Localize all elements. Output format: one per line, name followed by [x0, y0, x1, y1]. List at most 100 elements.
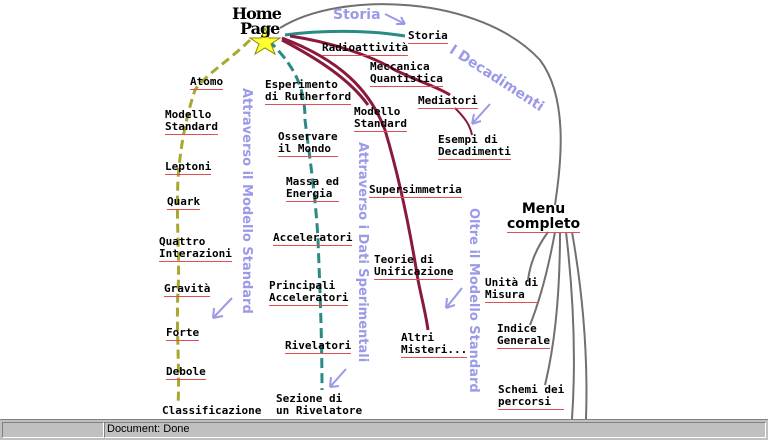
- label-storia: Storia: [333, 7, 381, 23]
- node-mediatori-label: Mediatori: [418, 94, 478, 107]
- home-star-icon: [248, 26, 282, 56]
- node-modstd-l2: Standard: [354, 117, 407, 130]
- node-altri-l2: Misteri...: [401, 343, 468, 356]
- node-rutherford-l2: di Rutherford: [265, 90, 352, 103]
- node-gravita[interactable]: Gravità: [164, 282, 211, 297]
- node-indice-l2: Generale: [497, 334, 550, 347]
- node-quark[interactable]: Quark: [167, 195, 201, 210]
- node-modello-standard-l2: Standard: [165, 120, 218, 133]
- node-forte-label: Forte: [166, 326, 200, 339]
- node-radioattivita-label: Radioattività: [322, 41, 409, 54]
- site-map: Home Page Storia I Decadimenti Attravers…: [159, 3, 588, 419]
- path-menu-schemi: [544, 231, 561, 386]
- node-acceleratori[interactable]: Acceleratori: [273, 231, 353, 246]
- status-pane-icon: [2, 422, 104, 438]
- path-menu-unita: [527, 231, 549, 281]
- arrow-modello-icon: [212, 297, 233, 319]
- path-teal: [266, 38, 324, 391]
- node-debole-label: Debole: [166, 365, 206, 378]
- node-quattro-l2: Interazioni: [159, 247, 232, 260]
- node-rivelatori-label: Rivelatori: [285, 339, 352, 352]
- node-teorie-l1: Teorie di: [374, 253, 434, 266]
- node-meccanica-l2: Quantistica: [370, 72, 443, 85]
- arrow-storia-icon: [384, 13, 406, 25]
- node-leptoni[interactable]: Leptoni: [165, 160, 212, 175]
- node-modstd-l1: Modello: [354, 105, 401, 118]
- node-atomo[interactable]: Atomo: [190, 75, 224, 90]
- path-olive: [175, 38, 252, 406]
- node-massa-l2: Energia: [286, 187, 333, 200]
- path-teal-storia: [284, 29, 406, 38]
- node-classificazione-label: Classificazione: [162, 404, 262, 417]
- node-rutherford-l1: Esperimento: [265, 78, 338, 91]
- path-menu-tail1: [565, 231, 575, 419]
- status-bar: Document: Done: [0, 419, 768, 440]
- node-radioattivita[interactable]: Radioattività: [322, 41, 409, 56]
- node-osservare-l1: Osservare: [278, 130, 338, 143]
- node-supersimmetria[interactable]: Supersimmetria: [369, 184, 462, 198]
- node-atomo-label: Atomo: [190, 75, 224, 88]
- menu-completo-link[interactable]: Menu completo: [507, 201, 581, 233]
- label-attraverso-dati: Attraverso i Dati Sperimentali: [355, 142, 370, 363]
- node-acceleratori-label: Acceleratori: [273, 231, 353, 244]
- node-gravita-label: Gravità: [164, 282, 211, 295]
- status-pane-text: [104, 422, 766, 438]
- node-sezione-l1: Sezione di: [276, 392, 343, 405]
- node-unita-l1: Unità di: [485, 276, 538, 289]
- home-line2: Page: [240, 19, 280, 38]
- path-maroon-main: [281, 36, 430, 331]
- node-schemi-l1: Schemi dei: [498, 383, 565, 396]
- node-unita-l2: Misura: [485, 288, 525, 301]
- path-menu-indice: [529, 231, 556, 326]
- path-maroon-mod: [281, 38, 370, 106]
- node-rivelatori[interactable]: Rivelatori: [285, 339, 352, 354]
- arrow-dati-icon: [329, 368, 347, 388]
- node-supersimmetria-label: Supersimmetria: [369, 183, 462, 196]
- menu-line1: Menu: [521, 201, 566, 217]
- node-debole[interactable]: Debole: [166, 366, 206, 380]
- node-mediatori[interactable]: Mediatori: [418, 95, 478, 109]
- node-esempi-l1: Esempi di: [438, 133, 498, 146]
- node-principali-l2: Acceleratori: [269, 291, 349, 304]
- node-leptoni-label: Leptoni: [165, 160, 212, 173]
- status-text: Document: Done: [107, 423, 190, 435]
- label-oltre-modello: Oltre il Modello Standard: [466, 208, 481, 393]
- node-teorie-l2: Unificazione: [374, 265, 454, 278]
- arrow-oltre-icon: [445, 287, 463, 309]
- node-quark-label: Quark: [167, 195, 201, 208]
- node-principali-l1: Principali: [269, 279, 336, 292]
- path-maroon-esempi: [454, 107, 473, 136]
- node-storia-label: Storia: [408, 29, 448, 42]
- node-schemi-l2: percorsi: [498, 395, 551, 408]
- map-paths: [175, 3, 588, 419]
- node-quattro-l1: Quattro: [159, 235, 206, 248]
- node-modello-standard-l1: Modello: [165, 108, 212, 121]
- arrow-decadimenti-icon: [471, 103, 491, 125]
- path-menu-arc: [279, 3, 562, 206]
- label-attraverso-modello: Attraverso il Modello Standard: [239, 88, 254, 314]
- node-forte[interactable]: Forte: [166, 326, 200, 341]
- menu-line2: completo: [507, 216, 581, 232]
- home-page-link[interactable]: Home Page: [232, 4, 282, 38]
- node-esempi-l2: Decadimenti: [438, 145, 511, 158]
- node-sezione-l2: un Rivelatore: [276, 404, 363, 417]
- node-classificazione[interactable]: Classificazione: [162, 405, 261, 417]
- node-altri-l1: Altri: [401, 331, 435, 344]
- home-line1: Home: [232, 4, 282, 23]
- node-storia[interactable]: Storia: [408, 30, 448, 44]
